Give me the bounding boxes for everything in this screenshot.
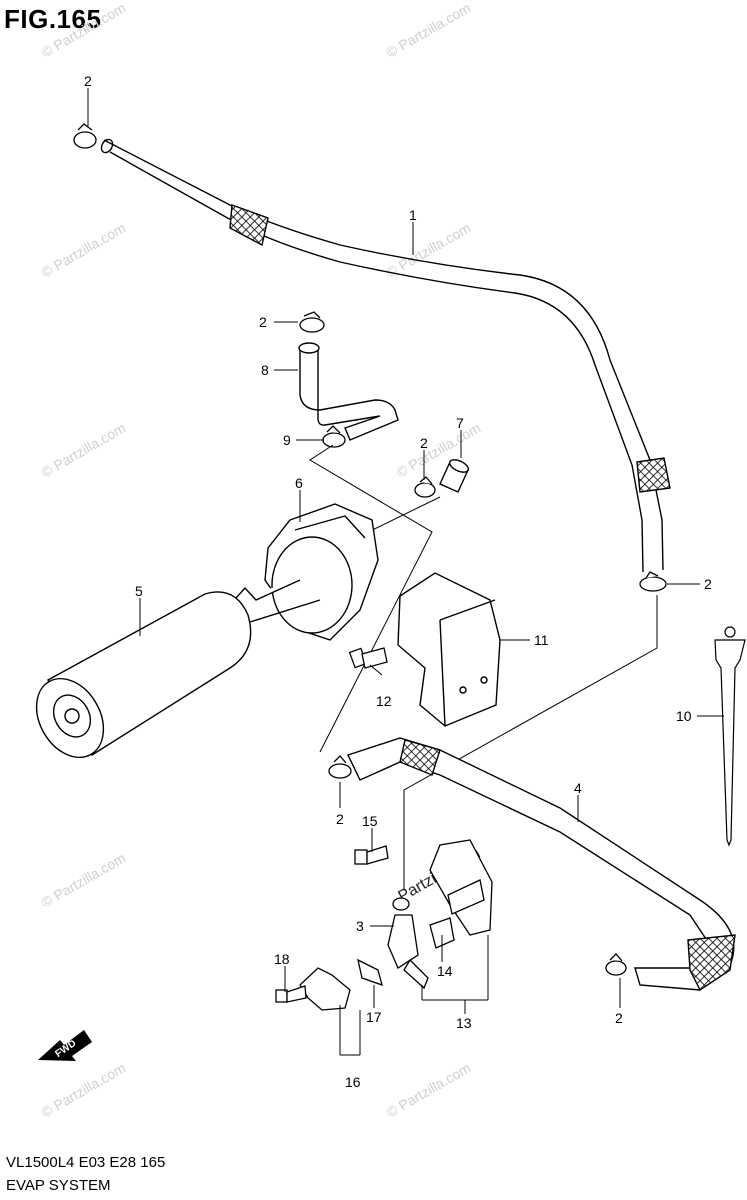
clip-part-14	[429, 917, 455, 949]
callout-17: 17	[366, 1009, 382, 1025]
callout-1: 1	[409, 207, 417, 223]
callouts: 2 1 2 8 9 2 7 6 2 5 11 12 10 4 2 15 3 14…	[84, 73, 712, 1090]
hose-part-8	[298, 342, 399, 441]
footer-model-code: VL1500L4 E03 E28 165	[6, 1154, 166, 1171]
callout-leaders	[87, 88, 724, 1056]
callout-14: 14	[437, 963, 453, 979]
hose-part-4	[347, 737, 736, 992]
watermark-text: © Partzilla.com	[39, 420, 129, 481]
callout-4: 4	[574, 780, 582, 796]
bracket-part-6	[264, 503, 379, 641]
cover-part-11	[397, 572, 501, 727]
callout-13: 13	[456, 1015, 472, 1031]
callout-2: 2	[704, 576, 712, 592]
hose-part-1	[100, 138, 671, 573]
watermark-text: © Partzilla.com	[384, 220, 474, 281]
callout-16: 16	[345, 1074, 361, 1090]
watermark-text: © Partzilla.com	[39, 850, 129, 911]
canister-part-5	[35, 579, 321, 759]
clip-part-17	[357, 958, 383, 987]
callout-2: 2	[615, 1010, 623, 1026]
callout-6: 6	[295, 475, 303, 491]
valve-part-3	[387, 897, 429, 990]
callout-2: 2	[84, 73, 92, 89]
callout-9: 9	[283, 432, 291, 448]
callout-7: 7	[456, 415, 464, 431]
watermark-text: © Partzilla.com	[39, 220, 129, 281]
watermark-text: © Partzilla.com	[384, 0, 474, 61]
callout-12: 12	[376, 693, 392, 709]
callout-2: 2	[259, 314, 267, 330]
tube-part-7	[439, 459, 470, 493]
fwd-arrow-icon: FWD	[38, 1030, 92, 1061]
callout-3: 3	[356, 918, 364, 934]
clamp-icon	[73, 123, 667, 976]
callout-15: 15	[362, 813, 378, 829]
callout-2: 2	[420, 435, 428, 451]
footer-section-title: EVAP SYSTEM	[6, 1177, 111, 1194]
callout-10: 10	[676, 708, 692, 724]
watermark-text: © Partzilla.com	[39, 0, 129, 61]
figure-title: FIG.165	[4, 4, 102, 34]
bolt-part-12	[348, 647, 388, 669]
callout-8: 8	[261, 362, 269, 378]
watermark-text: © Partzilla.com	[394, 420, 484, 481]
callout-5: 5	[135, 583, 143, 599]
tie-strap-part-10	[714, 626, 746, 847]
callout-11: 11	[534, 632, 549, 648]
callout-2: 2	[336, 811, 344, 827]
watermark-text: © Partzilla.com	[39, 1060, 129, 1121]
clamp-part-16	[299, 967, 351, 1011]
bolt-part-18	[275, 985, 307, 1003]
callout-18: 18	[274, 951, 290, 967]
watermark-text: © Partzilla.com	[384, 1060, 474, 1121]
bracket-part-13	[429, 839, 493, 936]
